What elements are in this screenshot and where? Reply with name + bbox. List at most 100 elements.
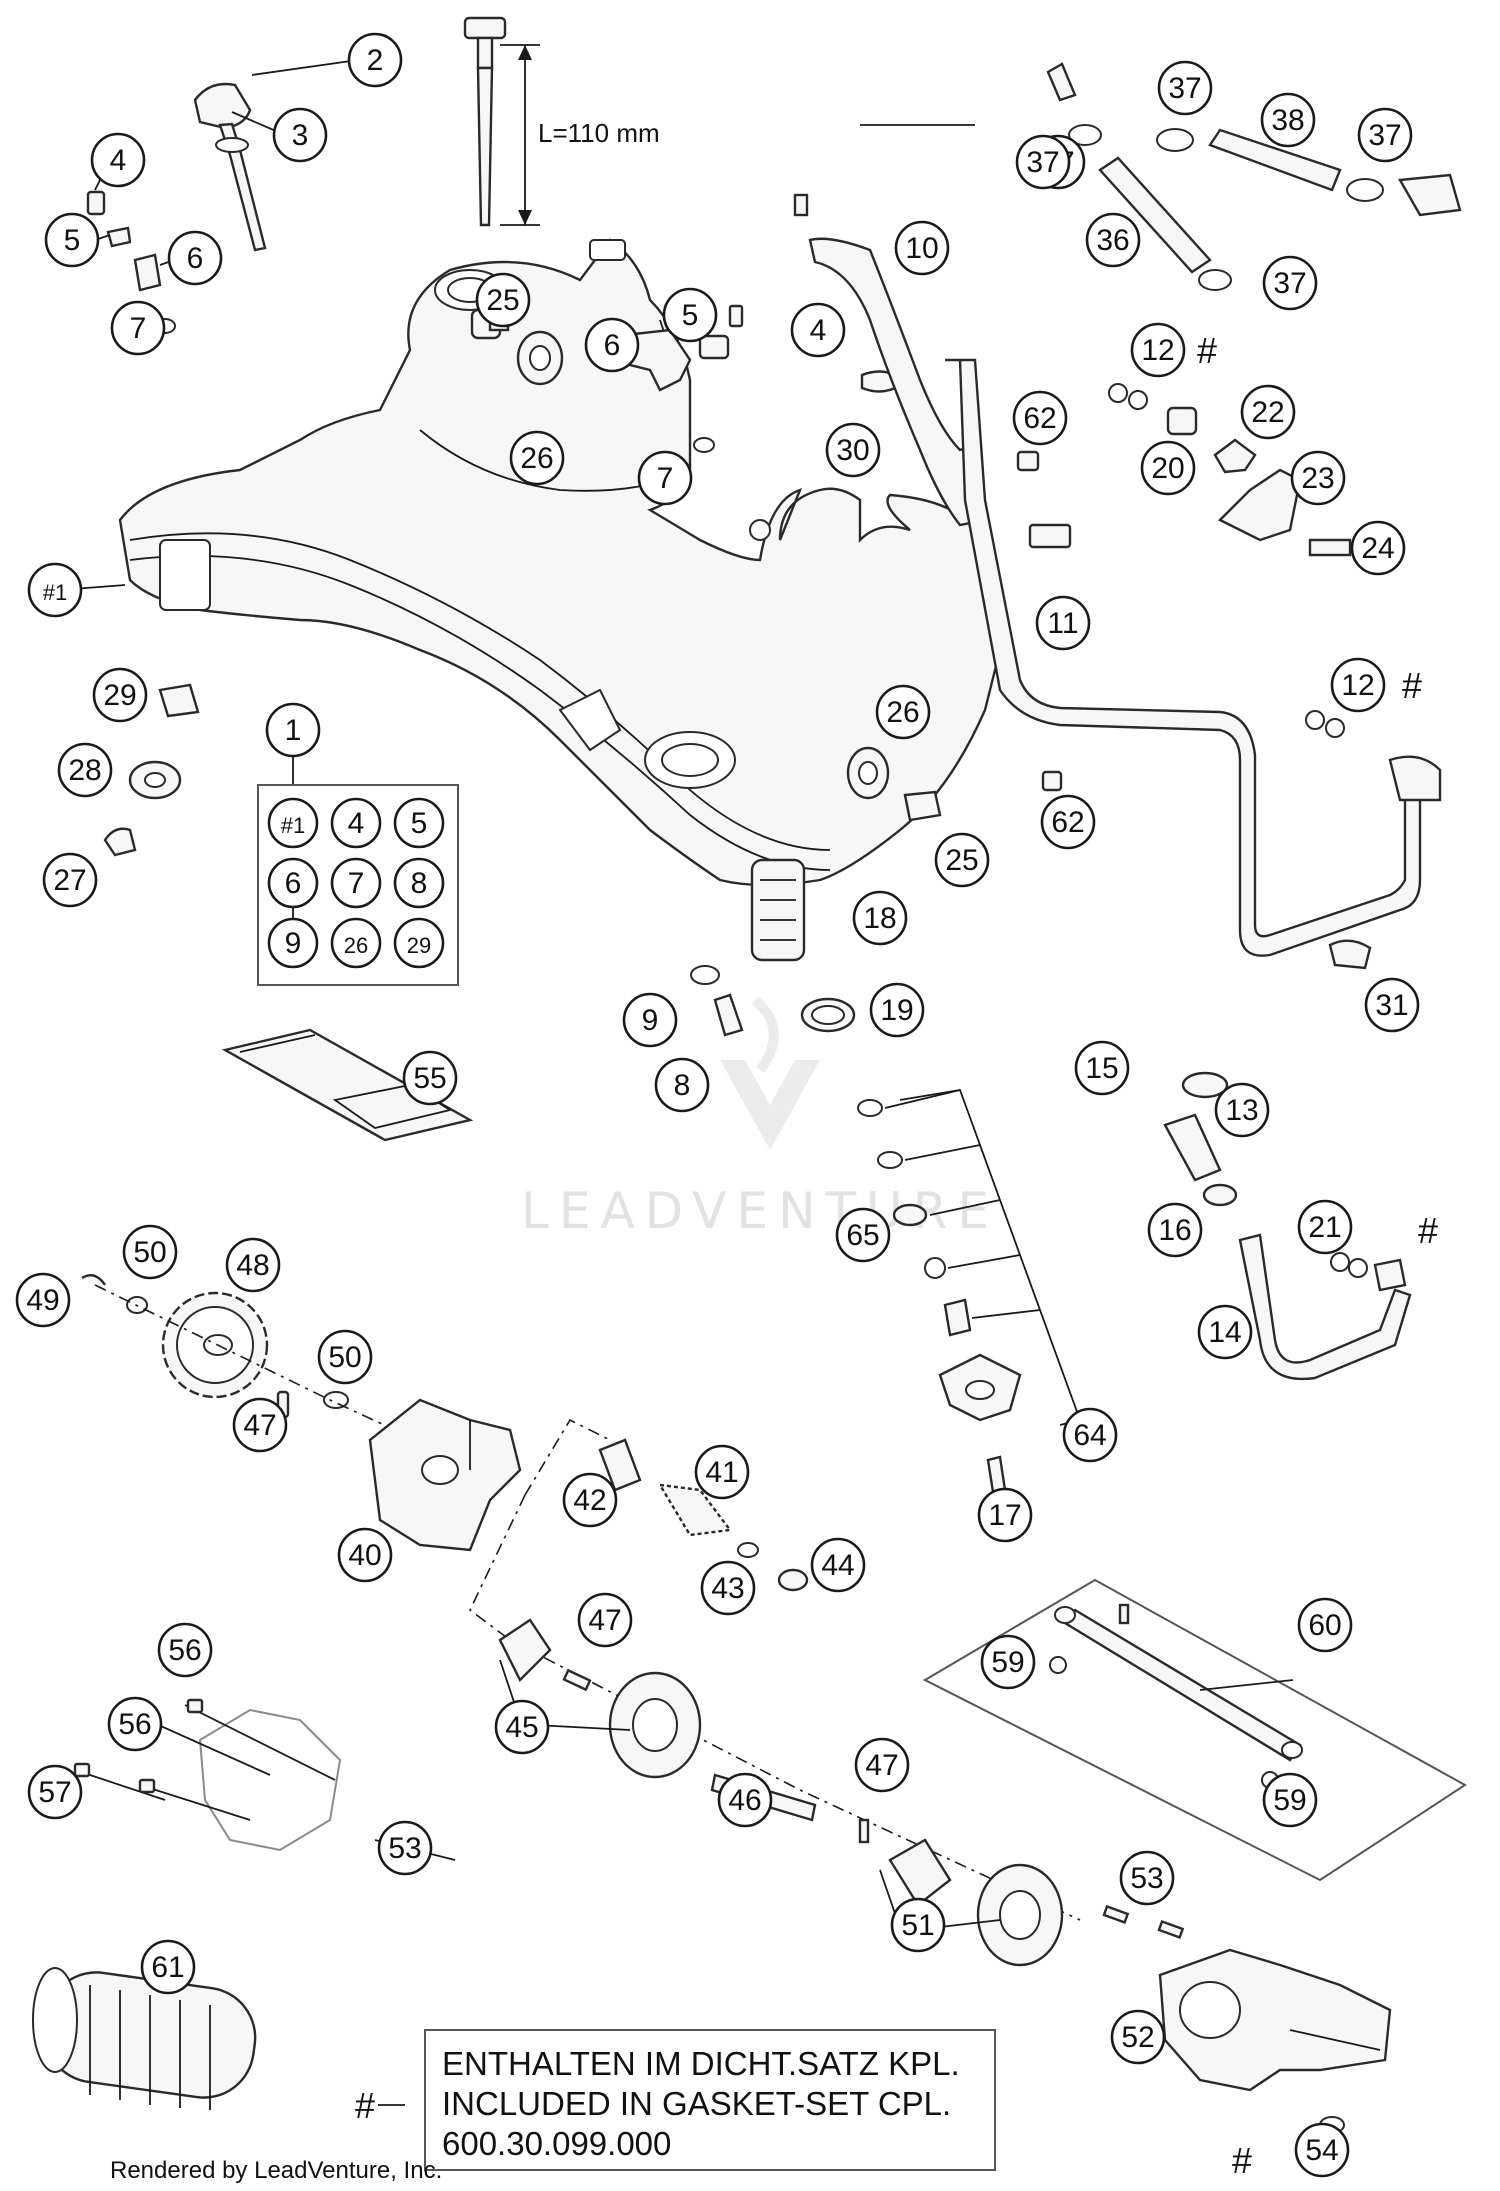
callout-29: 29 [92,667,148,723]
callout-22: 22 [1240,384,1296,440]
callout-number: 4 [810,314,827,347]
callout-30: 30 [825,422,881,478]
watermark-text: LEADVENTURE [521,1182,999,1240]
relief-valve [524,1418,809,1592]
callout-25: 25 [475,272,531,328]
oil-pump-gear [81,1274,396,1431]
oil-filter [32,1967,257,2110]
callout-37: 37 [1262,255,1318,311]
callout-number: 27 [53,864,86,897]
callout-number: 13 [1225,1094,1258,1127]
callout-55: 55 [402,1050,458,1106]
svg-text:26: 26 [344,933,368,958]
kit-item: 7 [330,857,382,909]
callout-number: 12 [1141,334,1174,367]
callout-47: 47 [232,1397,288,1453]
callout-56: 56 [107,1696,163,1752]
callout-36: 36 [1085,212,1141,268]
return-hoses [1163,1071,1412,1381]
callout-number: 20 [1151,452,1184,485]
callout-number: 26 [520,442,553,475]
callout-19: 19 [869,982,925,1038]
callout-number: 26 [886,696,919,729]
callout-number: 9 [642,1004,659,1037]
callout-37: 37 [1357,107,1413,163]
gasket-mark: # [1232,2140,1252,2181]
fuel-line-assembly [793,193,1442,957]
top-right-hoses [1046,62,1462,291]
callout-number: 10 [905,232,938,265]
callout-number: 21 [1308,1211,1341,1244]
callout-number: 19 [880,994,913,1027]
pump-cover [1158,1948,1392,2134]
callout-number: 62 [1023,402,1056,435]
callout-number: 6 [187,242,204,275]
kit-item: 8 [393,857,445,909]
callout-46: 46 [717,1772,773,1828]
callout-number: 37 [1168,72,1201,105]
callout-25: 25 [934,832,990,888]
callout-49: 49 [15,1272,71,1328]
check-valve-stack [857,1088,1082,1494]
callout-number: 50 [328,1341,361,1374]
callout-5: 5 [44,212,100,268]
callout-62: 62 [1040,794,1096,850]
callout-number: 54 [1305,2134,1338,2167]
svg-text:#1: #1 [281,813,305,838]
callout-38: 38 [1260,92,1316,148]
callout-number: 31 [1375,989,1408,1022]
callout-26: 26 [875,684,931,740]
callout-number: 47 [243,1409,276,1442]
callout-number: 55 [413,1062,446,1095]
callout-6: 6 [167,230,223,286]
callout-number: 28 [68,754,101,787]
callout-number: 7 [130,312,147,345]
gasket-mark: # [1197,330,1217,371]
callout-number: 8 [674,1069,691,1102]
callout-number: 40 [348,1539,381,1572]
fuel-filter-parts [690,858,856,1037]
callout-27: 27 [42,852,98,908]
callout-23: 23 [1290,450,1346,506]
watermark: LEADVENTURE [521,996,999,1240]
callout-12: 12 [1330,657,1386,713]
callout-4: 4 [790,302,846,358]
tank-mount-bottom [846,746,942,822]
callout-number: 49 [26,1284,59,1317]
gasket-legend: ENTHALTEN IM DICHT.SATZ KPL. INCLUDED IN… [355,2029,996,2171]
callout-kit-1: 1 [265,702,321,758]
callout-number: 64 [1073,1419,1106,1452]
callout-40: 40 [337,1527,393,1583]
callout-59: 59 [1262,1772,1318,1828]
callout-51: 51 [890,1897,946,1953]
callout-number: 25 [486,284,519,317]
filter-mat [221,1028,474,1142]
kit-item: 5 [393,797,445,849]
callout-45: 45 [494,1699,550,1755]
legend-line-2: INCLUDED IN GASKET-SET CPL. [442,2085,951,2122]
svg-text:9: 9 [285,927,302,960]
callout-number: 36 [1096,224,1129,257]
callout-number: 48 [236,1249,269,1282]
callout-number: 5 [64,224,81,257]
callout-number: 61 [151,1951,184,1984]
callout-4: 4 [90,132,146,188]
filler-cap [193,82,267,252]
right-fitting-hardware [623,304,744,453]
gasket-mark: # [1402,665,1422,706]
callout-number: 14 [1208,1316,1241,1349]
callout-number: 52 [1121,2021,1154,2054]
callout-number: 15 [1085,1052,1118,1085]
callout-number: 22 [1251,396,1284,429]
gasket-mark: # [1418,1210,1438,1251]
callout-57: 57 [27,1764,83,1820]
svg-text:6: 6 [285,867,302,900]
callout-31: 31 [1364,977,1420,1033]
callout-9: 9 [622,992,678,1048]
callout-number: 45 [505,1711,538,1744]
kit-item: 26 [330,917,382,969]
kit-item: #1 [267,797,319,849]
oil-tube-assembly [922,1578,1467,1882]
